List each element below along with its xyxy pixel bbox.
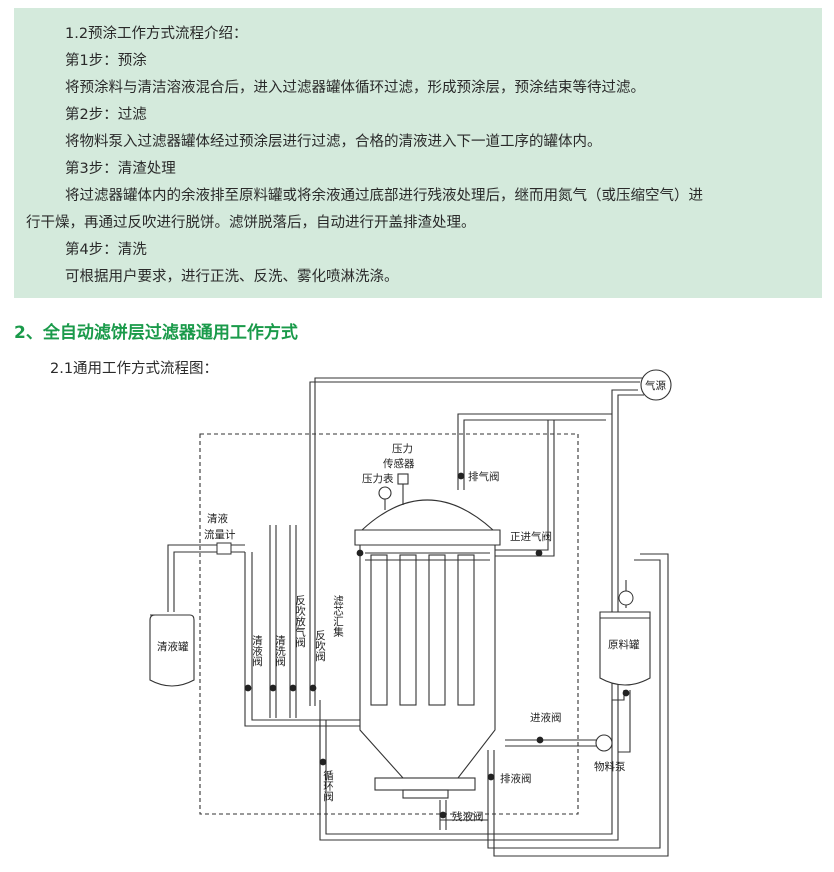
pump-icon <box>595 734 613 752</box>
section-1-heading: 1.2预涂工作方式流程介绍： <box>65 26 248 42</box>
valve-icon <box>536 736 544 744</box>
label-clear-liquid: 清液 <box>207 512 228 525</box>
valve-icon <box>457 472 465 480</box>
label-pressure-sensor-1: 压力 <box>392 442 413 455</box>
gas-line-right <box>319 394 644 841</box>
label-vent-valve: 排气阀 <box>468 470 500 483</box>
section-2-heading: 2、全自动滤饼层过滤器通用工作方式 <box>14 323 298 343</box>
valve-icon <box>356 549 364 557</box>
label-back-air-valve: 反吹放气阀 <box>294 595 306 648</box>
filter-element <box>370 554 388 706</box>
label-inlet-valve: 进液阀 <box>530 711 562 724</box>
valve-icon <box>535 549 543 557</box>
intro-panel: 1.2预涂工作方式流程介绍： 第1步：预涂 将预涂料与清洁溶液混合后，进入过滤器… <box>14 8 822 298</box>
label-feed-pump: 物料泵 <box>594 760 626 773</box>
valve-icon <box>269 684 277 692</box>
vent-line <box>457 413 612 490</box>
clear-tank <box>149 614 195 687</box>
step-2-title: 第2步：过滤 <box>65 107 147 123</box>
flowmeter-icon <box>216 542 232 555</box>
step-1-title: 第1步：预涂 <box>65 53 147 69</box>
step-4-text: 可根据用户要求，进行正洗、反洗、雾化喷淋洗涤。 <box>65 269 399 285</box>
gas-source-icon <box>640 369 672 401</box>
label-forward-air-valve: 正进气阀 <box>510 530 552 543</box>
clear-liquid-line <box>167 544 245 612</box>
valve-icon <box>309 684 317 692</box>
label-pressure-sensor-2: 传感器 <box>383 457 415 470</box>
step-1-text: 将预涂料与清洁溶液混合后，进入过滤器罐体循环过滤，形成预涂层，预涂结束等待过滤。 <box>65 80 645 96</box>
label-gas-source: 气源 <box>645 379 666 392</box>
label-filter-manifold: 滤芯汇集 <box>332 594 344 638</box>
label-pressure-gauge: 压力表 <box>362 472 394 485</box>
valve-icon <box>439 811 447 819</box>
label-clear-tank: 清液罐 <box>157 640 189 653</box>
sensor-icon <box>397 473 409 485</box>
equipment-boundary <box>199 433 579 815</box>
valve-icon <box>289 684 297 692</box>
filter-element <box>399 554 417 706</box>
step-2-text: 将物料泵入过滤器罐体经过预涂层进行过滤，合格的清液进入下一道工序的罐体内。 <box>65 134 602 150</box>
step-4-title: 第4步：清洗 <box>65 242 147 258</box>
step-3-title: 第3步：清渣处理 <box>65 161 176 177</box>
filter-element <box>428 554 446 706</box>
label-wash-valve: 清洗阀 <box>274 634 286 667</box>
valve-icon <box>487 773 495 781</box>
gauge-icon <box>378 486 392 500</box>
label-circulation-valve: 循环阀 <box>322 769 334 802</box>
motor-icon <box>618 590 634 606</box>
label-residue-valve: 残液阀 <box>452 810 484 823</box>
valve-icon <box>244 684 252 692</box>
label-back-blow-valve: 反吹阀 <box>314 630 326 662</box>
vessel-lid <box>361 499 494 531</box>
raw-tank <box>599 611 651 686</box>
label-clear-valve: 清液阀 <box>251 634 263 667</box>
step-3-text-line-2: 行干燥，再通过反吹进行脱饼。滤饼脱落后，自动进行开盖排渣处理。 <box>26 215 476 231</box>
label-raw-tank: 原料罐 <box>608 638 640 651</box>
gas-line-left <box>309 381 640 706</box>
label-drain-valve: 排液阀 <box>500 772 532 785</box>
filter-element <box>457 554 475 706</box>
step-3-text-line-1: 将过滤器罐体内的余液排至原料罐或将余液通过底部进行残液处理后，继而用氮气（或压缩… <box>65 188 703 204</box>
filter-vessel <box>359 544 496 779</box>
section-2-subheading: 2.1通用工作方式流程图： <box>50 361 219 377</box>
valve-icon <box>319 758 327 766</box>
forward-air-line <box>495 420 549 551</box>
label-flowmeter: 流量计 <box>204 528 236 541</box>
valve-icon <box>622 689 630 697</box>
return-line <box>487 559 661 849</box>
